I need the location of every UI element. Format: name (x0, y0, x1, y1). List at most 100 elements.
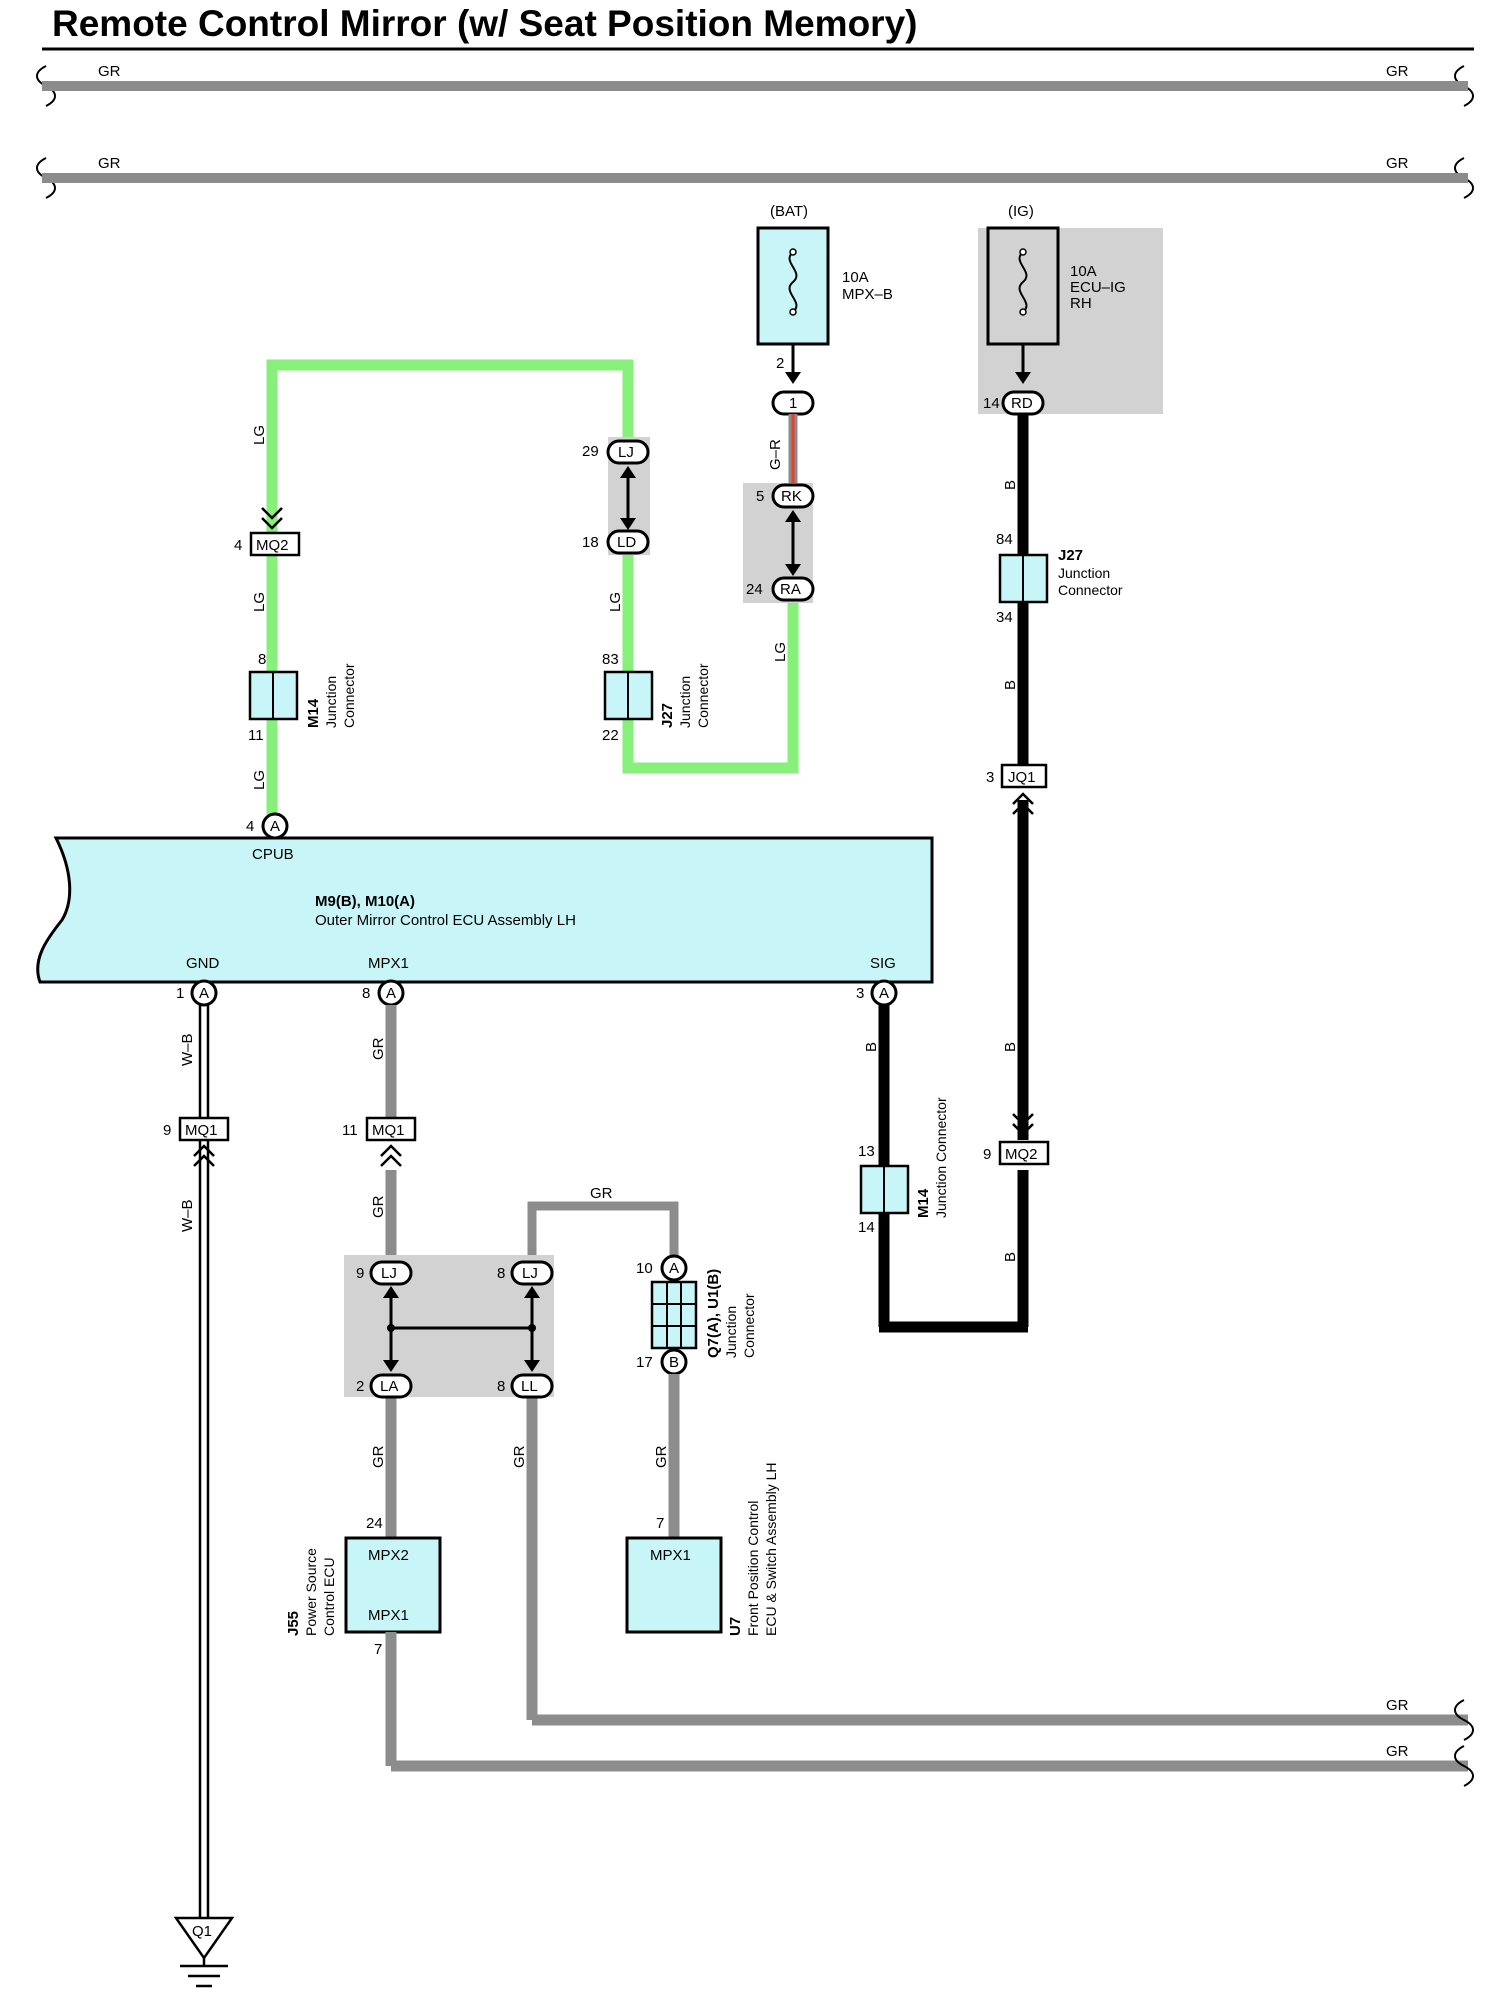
j55-code: J55 (285, 1611, 302, 1636)
connector-mq2-left: MQ2 4 (234, 507, 301, 557)
lg-wire: LG LG LG LG LG (251, 359, 799, 822)
u7-terminal: MPX1 (650, 1547, 691, 1564)
j55-pin-bottom: 7 (374, 1641, 382, 1658)
gnd-code: A (199, 985, 209, 1002)
terminal-gnd: A 1 (176, 979, 218, 1007)
b-wire-right: B B B B (1002, 414, 1029, 1327)
m14-top-pin-bottom: 11 (248, 727, 264, 744)
q7-line2: Connector (741, 1293, 757, 1358)
q7-code: Q7(A), U1(B) (705, 1269, 722, 1358)
lg-ra-label: LG (772, 642, 789, 662)
q7-top-code: A (669, 1260, 679, 1277)
ig-connector-code: RD (1011, 395, 1033, 412)
bus-line-2: GR GR (36, 155, 1474, 199)
ld-code: LD (617, 534, 636, 551)
ecu-name: Outer Mirror Control ECU Assembly LH (315, 912, 576, 929)
b-sig-label: B (863, 1042, 880, 1052)
ecu-gnd-name: GND (186, 955, 220, 972)
m14-top-line2: Connector (341, 663, 357, 728)
mq2-right-pin: 9 (983, 1146, 991, 1163)
fuse-bat: (BAT) 10A MPX–B 2 1 (756, 203, 893, 416)
bat-rating: 10A (842, 269, 869, 286)
bat-supply: (BAT) (770, 203, 808, 220)
j27-left-line1: Junction (677, 676, 693, 728)
bus-2-left-label: GR (98, 155, 121, 172)
j55-terminal-bottom: MPX1 (368, 1607, 409, 1624)
gr-q7-wire: GR (653, 1374, 680, 1538)
la-pin: 2 (356, 1378, 364, 1395)
junction-q7: A 10 B 17 Q7(A), U1(B) Junction Connecto… (636, 1254, 757, 1376)
bus-1-right-label: GR (1386, 63, 1409, 80)
sig-code: A (879, 985, 889, 1002)
u7-line1: Front Position Control (745, 1501, 761, 1636)
bus-line-3: GR (1386, 1697, 1474, 1741)
j27-right-line2: Connector (1058, 582, 1123, 598)
j27-right-code: J27 (1058, 547, 1083, 564)
gr-q7-label: GR (653, 1445, 670, 1468)
lj-b-pin: 8 (497, 1265, 505, 1282)
junction-j27-left: 83 22 J27 Junction Connector (602, 651, 711, 744)
ig-rating: 10A (1070, 263, 1097, 280)
ecu-outer-mirror: M9(B), M10(A) Outer Mirror Control ECU A… (36, 836, 934, 984)
cpub-code: A (270, 818, 280, 835)
gr-ll-label: GR (511, 1445, 528, 1468)
wb-ground-wire: W–B W–B (179, 1005, 210, 1918)
u7-line2: ECU & Switch Assembly LH (763, 1463, 779, 1637)
j27-left-line2: Connector (695, 663, 711, 728)
ecu-mpx1-name: MPX1 (368, 955, 409, 972)
terminal-mpx1: A 8 (362, 979, 405, 1007)
ld-pin: 18 (582, 534, 599, 551)
b-rd-label: B (1002, 480, 1019, 490)
connector-mq1-left: MQ1 9 (163, 1116, 230, 1167)
fuse-ig: (IG) 10A ECU–IG RH RD 14 (978, 203, 1163, 416)
bus-3-right-label: GR (1386, 1697, 1409, 1714)
mq1-mid-pin: 11 (342, 1122, 358, 1139)
wb-bot-label: W–B (179, 1199, 196, 1232)
gr-top-loop-label: GR (590, 1185, 613, 1202)
junction-rk-ra: RK 5 RA 24 (743, 483, 815, 603)
lj-a-code: LJ (381, 1265, 397, 1282)
q7-pin-bottom: 17 (636, 1354, 653, 1371)
lg-low-label: LG (251, 770, 268, 790)
ecu-code: M9(B), M10(A) (315, 893, 415, 910)
j27-left-pin-bottom: 22 (602, 727, 619, 744)
junction-lj-la-ll: LJ 9 LJ 8 LA 2 LL 8 (344, 1255, 554, 1399)
gnd-pin: 1 (176, 985, 184, 1002)
mq1-left-code: MQ1 (185, 1122, 218, 1139)
la-code: LA (380, 1378, 398, 1395)
mq1-left-pin: 9 (163, 1122, 171, 1139)
b-sig-wire: B (863, 1005, 1028, 1333)
bus-4-right-label: GR (1386, 1743, 1409, 1760)
lj-top-code: LJ (618, 444, 634, 461)
m14-top-code: M14 (305, 698, 322, 728)
j27-right-pin-top: 84 (996, 531, 1013, 548)
jq1-pin: 3 (986, 769, 994, 786)
gr-mpx1-label: GR (370, 1037, 387, 1060)
page-title: Remote Control Mirror (w/ Seat Position … (52, 3, 917, 44)
ra-code: RA (780, 581, 801, 598)
m14-bottom-code: M14 (915, 1188, 932, 1218)
mq2-left-pin: 4 (234, 537, 242, 554)
ig-name-line2: RH (1070, 295, 1092, 312)
junction-m14-top: 8 11 M14 Junction Connector (248, 651, 357, 744)
component-j55: MPX2 MPX1 24 7 J55 Power Source Control … (285, 1515, 442, 1658)
ecu-sig-name: SIG (870, 955, 896, 972)
lg-top-label: LG (251, 425, 268, 445)
j55-pin-top: 24 (366, 1515, 383, 1532)
j55-line1: Power Source (303, 1548, 319, 1636)
b-jq1-label: B (1002, 1042, 1019, 1052)
mq2-right-code: MQ2 (1005, 1146, 1038, 1163)
rk-pin: 5 (756, 488, 764, 505)
b-mq2-label: B (1002, 1252, 1019, 1262)
m14-bottom-pin-top: 13 (858, 1143, 875, 1160)
gr-la-label: GR (370, 1445, 387, 1468)
bat-name: MPX–B (842, 286, 893, 303)
bat-1-code: 1 (789, 395, 797, 412)
q7-line1: Junction (723, 1306, 739, 1358)
jq1-code: JQ1 (1008, 769, 1036, 786)
terminal-cpub: A 4 (246, 812, 289, 840)
m14-top-line1: Junction (323, 676, 339, 728)
gr-loop-wire: GR GR (511, 1185, 1468, 1726)
bus-2-right-label: GR (1386, 155, 1409, 172)
j55-line2: Control ECU (321, 1557, 337, 1636)
